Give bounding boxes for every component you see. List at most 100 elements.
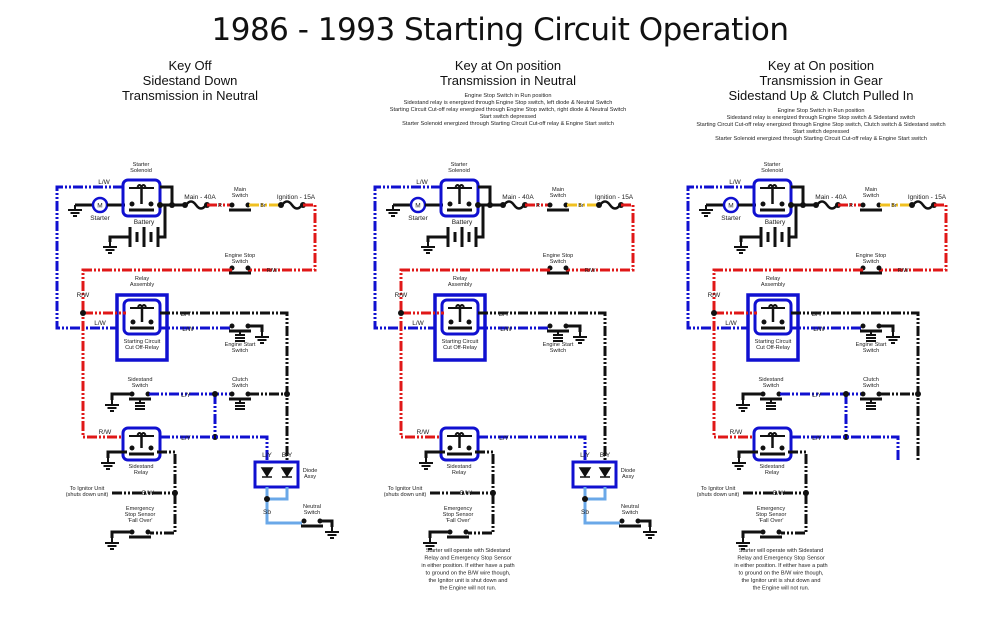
- footnote-text: Starter will operate with Sidestand: [426, 548, 511, 554]
- panel-note: Sidestand relay is energized through Eng…: [404, 100, 613, 106]
- ignitor-label: (shuts down unit): [384, 492, 427, 498]
- relay-box: [121, 426, 162, 462]
- contact: [860, 323, 866, 329]
- junction-dot: [157, 202, 163, 208]
- wire-label: L/W: [94, 320, 106, 327]
- fuse-icon: [184, 200, 208, 210]
- diode-icon: [280, 467, 294, 478]
- ground-line: [643, 527, 657, 539]
- wire-label: L/W: [182, 326, 194, 333]
- main-switch-label: Main: [552, 187, 564, 193]
- starter-solenoid: [439, 178, 480, 218]
- diode-assy-box: [253, 460, 300, 489]
- starter-solenoid-label: Solenoid: [448, 168, 470, 174]
- ground-line: [732, 458, 746, 470]
- junction-dot: [915, 391, 921, 397]
- engine-stop-switch-label: Engine Stop: [543, 253, 573, 259]
- emergency-stop-label: 'Fall Over': [128, 518, 153, 524]
- relay-assembly-label: Assembly: [761, 282, 785, 288]
- wire-rw-main: [712, 268, 863, 439]
- starter-solenoid-label: Starter: [133, 162, 150, 168]
- panel-heading: Transmission in Gear: [759, 73, 883, 88]
- footnote-text: in either position. If either have a pat…: [734, 563, 827, 569]
- footnote-text: the Ignitor unit is shut down and: [742, 578, 821, 584]
- panel-heading: Transmission in Neutral: [122, 88, 258, 103]
- wire-battery-neg: [739, 235, 761, 242]
- coil-icon: [136, 432, 147, 438]
- engine-start-switch-label: Engine Start: [225, 342, 256, 348]
- engine-stop-switch: [547, 265, 569, 275]
- wire-label: B/W: [773, 490, 786, 497]
- starter-solenoid-label: Solenoid: [130, 168, 152, 174]
- engine-stop-switch-label: Engine Stop: [225, 253, 255, 259]
- wire-label: L/W: [725, 320, 737, 327]
- contact: [148, 445, 154, 451]
- sidestand-relay: [121, 426, 162, 462]
- contact: [130, 319, 136, 325]
- sidestand-switch-label: Sidestand: [759, 377, 784, 383]
- wire-lw: [686, 185, 754, 330]
- fuse-icon: [911, 200, 935, 210]
- wire-label: B/Y: [181, 311, 192, 318]
- engine-stop-switch: [229, 265, 251, 275]
- emergency-stop-label: 'Fall Over': [446, 518, 471, 524]
- sidestand-relay-label: Relay: [134, 470, 149, 476]
- main-switch: [860, 202, 882, 212]
- wire-ly-relay: [791, 435, 900, 460]
- relay-box: [121, 178, 162, 218]
- wire-ground: [110, 392, 131, 400]
- clutch-switch-label: Clutch: [863, 377, 879, 383]
- contact: [547, 323, 553, 329]
- battery-label: Battery: [765, 219, 786, 226]
- diode-icon: [260, 467, 274, 478]
- fuse-icon: [502, 200, 526, 210]
- engine-start-switch-label: Switch: [232, 348, 248, 354]
- wire-label: L/Y: [181, 392, 191, 399]
- wire-rw-main: [399, 268, 550, 439]
- relay-box: [439, 178, 480, 218]
- starter-solenoid: [752, 178, 793, 218]
- contact: [229, 391, 235, 397]
- engine-start-switch-label: Switch: [550, 348, 566, 354]
- sidestand-relay-label: Sidestand: [129, 464, 154, 470]
- footnote-text: to ground on the B/W wire though,: [739, 571, 824, 577]
- wire-rw: [879, 203, 948, 272]
- neutral-switch: [619, 518, 641, 528]
- engine-start-switch: [229, 323, 251, 342]
- sidestand-switch-label: Switch: [132, 383, 148, 389]
- junction-dot: [487, 202, 493, 208]
- contact: [301, 518, 307, 524]
- ground-icon: [101, 458, 115, 470]
- coil-icon: [137, 304, 147, 310]
- wire-label: R/W: [708, 292, 722, 299]
- panel-heading: Transmission in Neutral: [440, 73, 576, 88]
- footnote-text: Starter will operate with Sidestand: [739, 548, 824, 554]
- neutral-switch-label: Neutral: [303, 504, 321, 510]
- emergency-stop-label: 'Fall Over': [759, 518, 784, 524]
- diode-label: Diode: [303, 468, 318, 474]
- main-fuse-label: Main - 40A: [815, 194, 847, 201]
- footnote-text: Relay and Emergency Stop Sensor: [737, 556, 825, 562]
- contact: [148, 201, 154, 207]
- wire-battery-neg: [108, 235, 130, 242]
- footnote-text: Relay and Emergency Stop Sensor: [424, 556, 512, 562]
- wire-label: L/W: [416, 179, 428, 186]
- relay-assembly-label: Assembly: [448, 282, 472, 288]
- ground-line: [419, 458, 433, 470]
- ground-icon: [105, 400, 119, 412]
- starting-circuit-cutoff-relay: [440, 298, 480, 336]
- starter-label: Starter: [408, 215, 428, 222]
- ground-line: [68, 205, 82, 217]
- main-fuse-label: Main - 40A: [502, 194, 534, 201]
- ground-line: [886, 332, 900, 344]
- fuse-icon: [598, 200, 622, 210]
- junction-dot: [80, 310, 86, 316]
- neutral-switch-label: Neutral: [621, 504, 639, 510]
- cutoff-relay-label: Starting Circuit: [755, 339, 792, 345]
- main-switch-label: Switch: [863, 193, 879, 199]
- wire-ground: [106, 450, 127, 458]
- wire-label: Sb: [263, 509, 271, 516]
- contact: [148, 319, 154, 325]
- cutoff-relay-label: Cut Off-Relay: [756, 345, 790, 351]
